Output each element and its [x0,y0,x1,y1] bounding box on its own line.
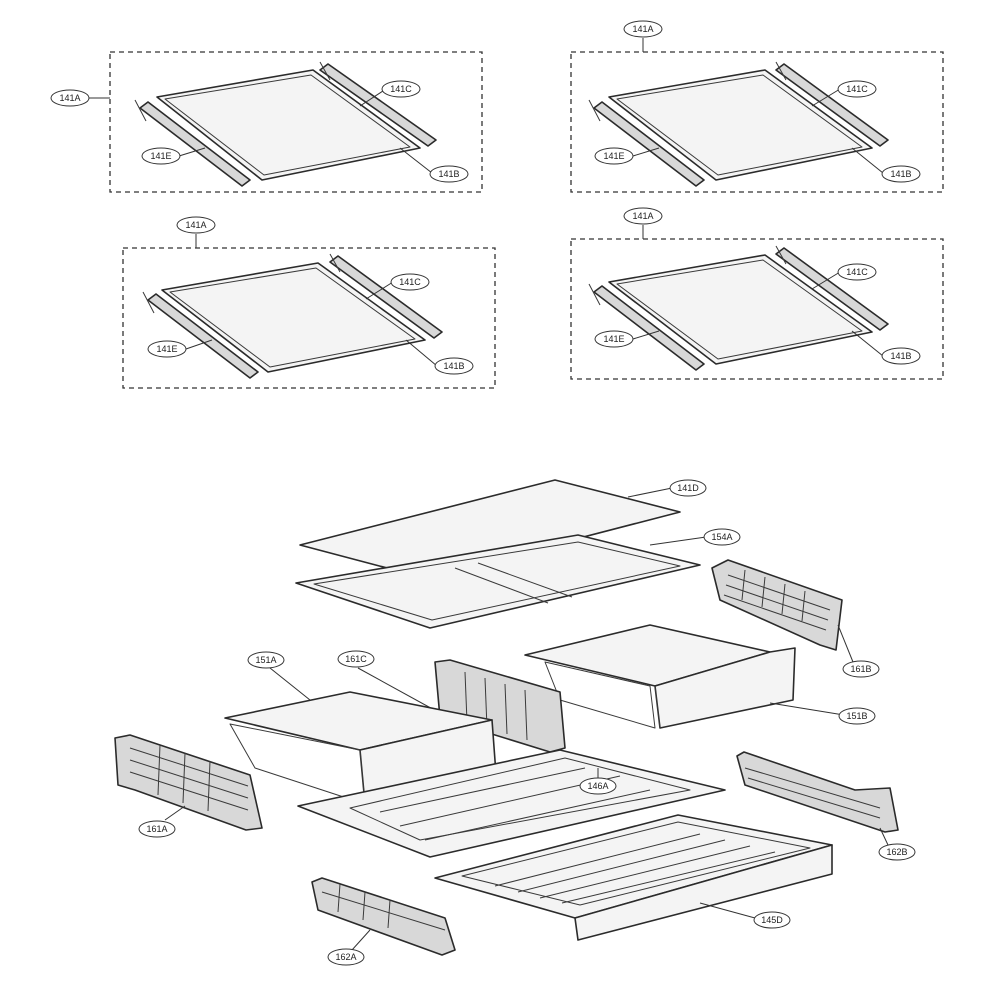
assembly-frame [570,238,944,380]
callout-label: 161B [850,664,871,674]
callout-162a: 162A [327,948,365,966]
callout-141b: 141B [881,347,921,365]
callout-label: 141C [846,84,868,94]
callout-label: 141E [156,344,177,354]
callout-141c: 141C [837,263,877,281]
callout-141e: 141E [141,147,181,165]
callout-151b: 151B [838,707,876,725]
shelf-assembly-top-left: 141A 141C 141E 141B [50,51,483,193]
callout-label: 141A [632,211,653,221]
callout-162b: 162B [878,843,916,861]
callout-161b: 161B [842,660,880,678]
callout-161c: 161C [337,650,375,668]
callout-145d: 145D [753,911,791,929]
callout-141c: 141C [390,273,430,291]
left-humidity-control [114,734,263,831]
assembly-frame [570,51,944,193]
shelf-rail-right [775,245,889,331]
shelf-rail-left [588,99,705,187]
right-crisper-drawer [524,624,851,729]
callout-141a: 141A [50,89,90,107]
callout-141b: 141B [434,357,474,375]
shelf-rail-right [329,253,443,339]
callout-151a: 151A [247,651,285,669]
shelf-assembly-middle-right: 141A 141C 141E 141B [570,207,944,380]
callout-141b: 141B [881,165,921,183]
callout-label: 141B [443,361,464,371]
callout-label: 162A [335,952,356,962]
callout-141a: 141A [623,207,663,225]
shelf-glass [608,254,873,365]
callout-141a: 141A [623,20,663,38]
callout-141c: 141C [381,80,421,98]
crisper-exploded-view: 141D 154A 161B [114,479,916,966]
callout-141a: 141A [176,216,216,234]
shelf-rail-right [319,61,437,147]
callout-label: 141C [846,267,868,277]
callout-label: 141C [390,84,412,94]
callout-label: 141A [632,24,653,34]
bottom-drawer-tray [434,814,833,941]
callout-label: 151A [255,655,276,665]
callout-141e: 141E [147,340,187,358]
shelf-glass [156,69,421,181]
assembly-frame [109,51,483,193]
callout-label: 141B [438,169,459,179]
shelf-rail-left [142,291,259,379]
callout-label: 146A [587,781,608,791]
callout-141e: 141E [594,330,634,348]
callout-label: 141A [185,220,206,230]
shelf-rail-left [588,283,705,371]
callout-label: 141B [890,351,911,361]
shelf-rail-left [134,99,251,187]
assembly-frame [122,247,496,389]
callout-label: 154A [711,532,732,542]
callout-154a: 154A [703,528,741,546]
shelf-glass [161,262,426,373]
callout-label: 141B [890,169,911,179]
callout-label: 141C [399,277,421,287]
left-drawer-rail [311,877,456,956]
glass-cover-panel [299,479,681,579]
callout-label: 151B [846,711,867,721]
shelf-glass [608,69,873,181]
cover-frame [295,534,707,629]
callout-label: 141E [603,334,624,344]
right-drawer-rail [736,751,899,846]
callout-label: 141A [59,93,80,103]
callout-label: 145D [761,915,783,925]
callout-label: 161A [146,824,167,834]
callout-146a: 146A [579,777,617,795]
shelf-assembly-middle-left: 141A 141C 141E 141B [122,216,496,389]
right-humidity-control [711,559,854,663]
callout-141c: 141C [837,80,877,98]
callout-label: 162B [886,847,907,857]
shelf-rail-right [775,61,889,147]
callout-161a: 161A [138,820,176,838]
callout-141b: 141B [429,165,469,183]
left-crisper-drawer [224,667,497,805]
shelf-assembly-top-right: 141A 141C 141E 141B [570,20,944,193]
callout-141d: 141D [669,479,707,497]
callout-label: 141E [603,151,624,161]
callout-label: 141E [150,151,171,161]
callout-141e: 141E [594,147,634,165]
callout-label: 141D [677,483,699,493]
callout-label: 161C [345,654,367,664]
